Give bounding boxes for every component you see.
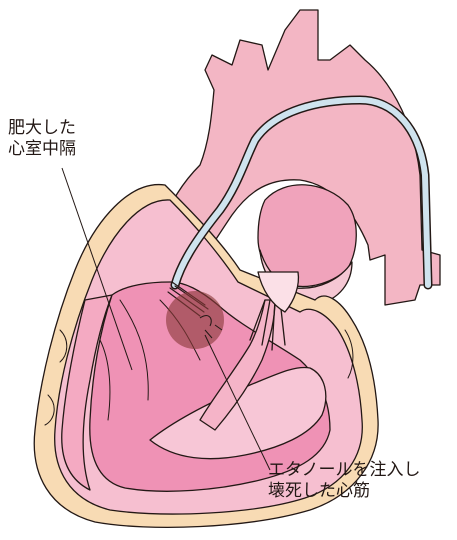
label-hypertrophied-septum: 肥大した 心室中隔 [8, 118, 76, 160]
label-line: 壊死した心筋 [268, 481, 421, 502]
left-atrium [258, 185, 356, 287]
label-line: 肥大した [8, 118, 76, 139]
necrosis-zone [166, 291, 224, 349]
label-line: エタノールを注入し [268, 460, 421, 481]
label-line: 心室中隔 [8, 139, 76, 160]
label-ethanol-necrosis: エタノールを注入し 壊死した心筋 [268, 460, 421, 502]
